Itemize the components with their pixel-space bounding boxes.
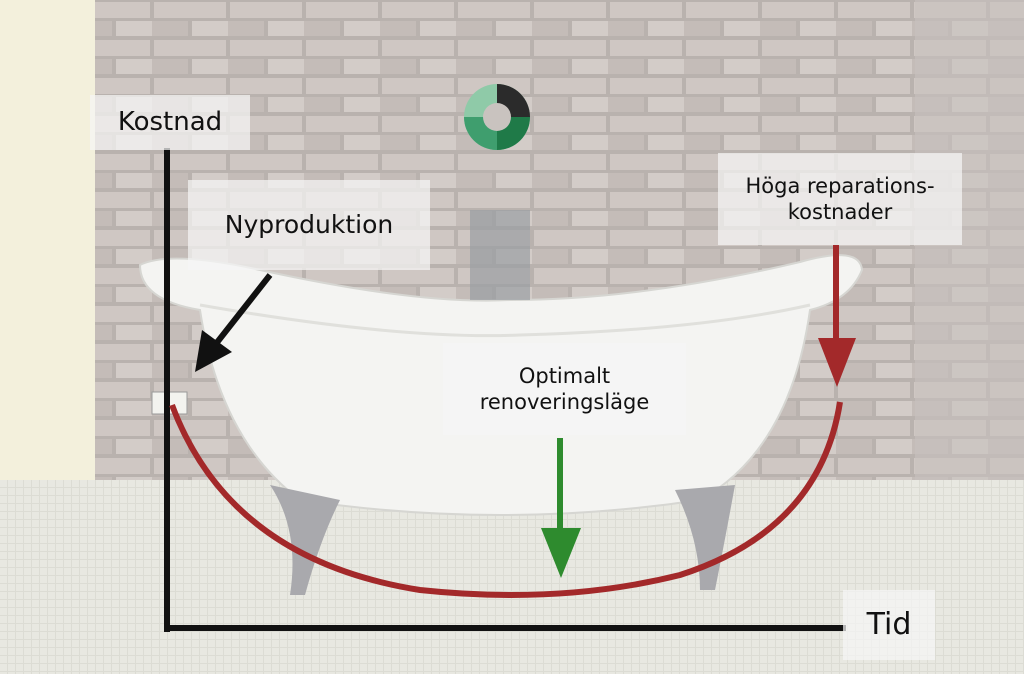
y-axis-label: Kostnad (90, 95, 250, 150)
cost-curve (169, 401, 843, 598)
high-repair-line2: kostnader (787, 200, 893, 224)
x-axis-label: Tid (843, 590, 935, 660)
high-repair-arrow (818, 245, 856, 387)
optimal-arrow (541, 438, 581, 578)
optimal-label: Optimalt renoveringsläge (443, 343, 686, 435)
optimal-line2: renoveringsläge (479, 390, 650, 414)
optimal-line1: Optimalt (518, 363, 611, 388)
new-build-label: Nyproduktion (188, 180, 430, 270)
high-repair-label: Höga reparations- kostnader (718, 153, 962, 245)
puzzle-circle-logo-icon (464, 84, 530, 150)
high-repair-line1: Höga reparations- (745, 173, 935, 198)
new-build-arrow (195, 273, 273, 372)
